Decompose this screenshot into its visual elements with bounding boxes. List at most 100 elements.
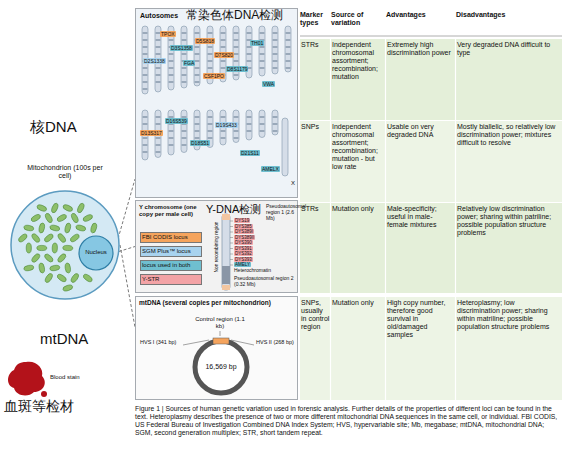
chromosome-band xyxy=(208,67,213,69)
locus-tag: D13S317 xyxy=(140,130,163,136)
chromosome-band xyxy=(156,53,161,55)
table-rule xyxy=(385,39,386,400)
chromosome-band xyxy=(234,53,239,55)
locus-tag: DYS389I xyxy=(234,229,254,234)
chromosome-band xyxy=(221,32,226,34)
locus-tag: D5S818 xyxy=(195,38,215,44)
leader-line xyxy=(230,237,233,238)
region-label: Control region (1.1 kb) xyxy=(192,316,248,330)
mitochondrion xyxy=(57,232,67,243)
chromosome-band xyxy=(234,130,239,132)
chromosome-band xyxy=(260,60,265,62)
chromosome-band xyxy=(273,39,278,41)
chromosome-band xyxy=(143,123,148,125)
table-cell: High copy number, therefore good surviva… xyxy=(387,299,453,339)
legend-text: SGM Plus™ locus xyxy=(142,248,191,255)
chromosome-band xyxy=(286,39,291,41)
chromosome-band xyxy=(247,32,252,34)
locus-tag: CSF1PO xyxy=(203,73,225,79)
chromosome-band xyxy=(260,32,265,34)
mitochondrion xyxy=(69,233,80,243)
node-subtitle: Y-DNA检测 xyxy=(206,203,276,216)
chromosome-band xyxy=(169,53,174,55)
legend-text: Y-STR xyxy=(142,276,159,283)
mitochondrion xyxy=(70,212,79,223)
section-label: mtDNA xyxy=(40,330,88,347)
chromosome xyxy=(181,26,187,88)
table-header: Marker types xyxy=(300,11,330,27)
panel-fill xyxy=(135,8,298,198)
chromosome-band xyxy=(182,39,187,41)
table-cell: SNPs, usually in control region xyxy=(301,299,330,331)
chromosome-band xyxy=(182,74,187,76)
mitochondrion xyxy=(63,245,73,251)
chromosome-ideograms xyxy=(142,26,291,176)
chromosome xyxy=(259,110,265,138)
mtdna-panel: mtDNA (several copies per mitochondrion)… xyxy=(135,296,298,400)
mitochondrion xyxy=(56,273,67,283)
heterochromatin-segment xyxy=(222,266,230,284)
chromosome-band xyxy=(273,130,278,132)
locus-tag: DYS390 xyxy=(234,240,253,245)
blood-drop xyxy=(41,391,47,397)
node-subtitle: 常染色体DNA检测 xyxy=(186,9,296,23)
y-chromosome xyxy=(222,214,230,290)
note-label: HVS I (341 bp) xyxy=(140,339,182,345)
locus-tag: TPOX xyxy=(160,31,176,37)
chromosome-band xyxy=(156,116,161,118)
locus-tag: D3S1358 xyxy=(170,45,193,51)
node-title: 16,569 bp xyxy=(189,363,253,371)
mitochondrion xyxy=(31,232,41,243)
chromosome-band xyxy=(273,67,278,69)
table-cell: Usable on very degraded DNA xyxy=(387,123,453,139)
locus-tag: AMELY xyxy=(234,262,251,267)
section-label: 核DNA xyxy=(30,118,77,135)
chromosome-band xyxy=(169,144,174,146)
chromosome-band xyxy=(195,74,200,76)
mitochondrion xyxy=(31,253,41,264)
chromosome-band xyxy=(195,60,200,62)
chromosome-band xyxy=(273,46,278,48)
mitochondrion xyxy=(52,243,58,253)
chromosome-band xyxy=(221,116,226,118)
chromosome-band xyxy=(143,32,148,34)
chromosome-band xyxy=(156,39,161,41)
table-row xyxy=(300,39,562,120)
chromosome-band xyxy=(143,88,148,90)
mtdna-ring: 16,569 bp xyxy=(189,335,253,399)
chromosome-band xyxy=(169,137,174,139)
table-cell: STRs xyxy=(301,41,330,49)
chromosome-band xyxy=(169,74,174,76)
chromosome-band xyxy=(286,46,291,48)
locus-tag: D7S820 xyxy=(214,52,234,58)
chromosome-band xyxy=(234,137,239,139)
locus-tag: D19S433 xyxy=(215,122,238,128)
mitochondrion xyxy=(23,225,34,232)
mitochondrion xyxy=(17,233,28,243)
chromosome-band xyxy=(169,60,174,62)
chromosome-band xyxy=(156,81,161,83)
chromosome xyxy=(194,26,200,86)
chromosome-band xyxy=(247,130,252,132)
legend-text: FBI CODIS locus xyxy=(142,234,188,241)
chromosome-band xyxy=(143,144,148,146)
chromosome-band xyxy=(221,67,226,69)
chromosome-band xyxy=(234,116,239,118)
mitochondrion xyxy=(44,272,54,283)
chromosome-band xyxy=(286,60,291,62)
chromosome-band xyxy=(234,32,239,34)
leader-line xyxy=(230,232,233,233)
chromosome-band xyxy=(143,53,148,55)
mitochondrion xyxy=(82,273,93,283)
chromosome-band xyxy=(221,60,226,62)
mitochondrion xyxy=(90,222,98,233)
blood-stain-shape xyxy=(8,362,45,396)
chromosome-band xyxy=(143,137,148,139)
table-cell: Mutation only xyxy=(332,299,384,307)
panel-fill xyxy=(135,296,298,400)
chromosome-band xyxy=(273,53,278,55)
chromosome-band xyxy=(156,74,161,76)
blood-stain: Blood stain血斑等检材 xyxy=(4,358,129,418)
chromosome-band xyxy=(273,116,278,118)
chromosome-band xyxy=(208,116,213,118)
